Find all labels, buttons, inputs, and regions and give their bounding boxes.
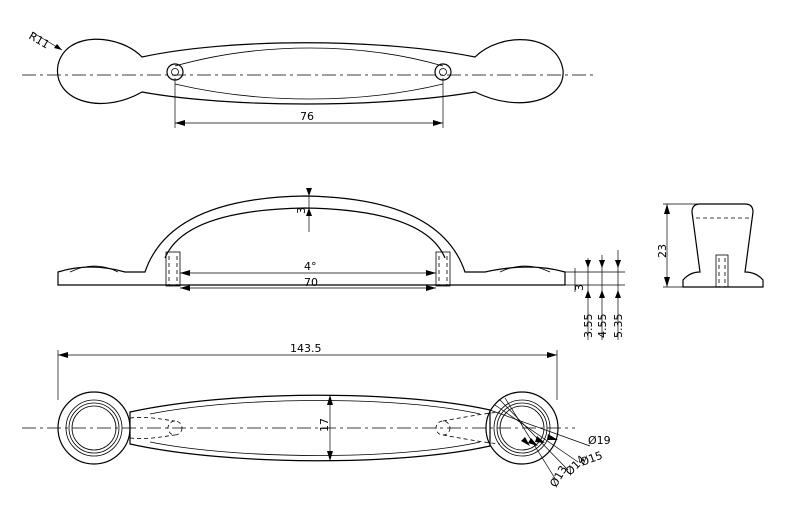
bottom-view: 143.5 17 Ø19 Ø15 [22,342,611,490]
side-bump-right [499,265,551,273]
end-view: 23 [656,203,764,288]
dia19-leader [489,409,591,447]
boss-left-ring2 [68,402,120,454]
top-hole-right-inner [439,68,447,76]
end-post [715,254,729,288]
side-base-plate [57,195,566,286]
dim-455-label: 4.55 [596,314,609,339]
dim-3-plate-label: 3 [573,284,586,291]
bottom-inner-upper [149,400,481,415]
top-inner-curve-lower [174,83,444,100]
dim-1435-label: 143.5 [290,342,322,355]
side-view: 3 4° 70 3 3.55 4.55 5.35 [57,188,625,340]
bottom-inner-lower [149,441,481,456]
dim-17-label: 17 [318,418,331,432]
side-post-right [435,251,451,287]
dim-3-arch-label: 3 [295,207,308,214]
top-hole-right [434,63,452,81]
boss-left-outer [57,391,131,465]
dim-4deg-label: 4° [304,260,317,273]
r11-arrow [54,44,62,50]
boss-right-outer [485,391,559,465]
boss-right-inner [499,405,545,451]
boss-left-ring1 [65,399,123,457]
dia19-label: Ø19 [588,434,611,447]
boss-right-ring1 [493,399,551,457]
top-view: R11 76 [22,29,596,128]
top-inner-curve-upper [174,47,444,67]
side-inner-arch [164,207,446,259]
top-hole-left-inner [171,68,179,76]
dia14-leader [499,399,569,471]
dim-70-label: 70 [304,276,318,289]
bottom-view-outline [129,394,491,462]
dim-355-label: 3.55 [582,314,595,339]
boss-left-inner [71,405,117,451]
side-post-left [165,251,181,287]
end-view-outline [682,203,764,288]
r11-label: R11 [27,29,52,51]
dia15-leader [494,404,579,463]
dim-76-label: 76 [300,110,314,123]
boss-right-ring2 [496,402,548,454]
top-view-outline [56,38,564,105]
dim-535-label: 5.35 [612,314,625,339]
side-bump-left [69,265,119,273]
top-hole-left [166,63,184,81]
dim-23-label: 23 [656,244,669,258]
